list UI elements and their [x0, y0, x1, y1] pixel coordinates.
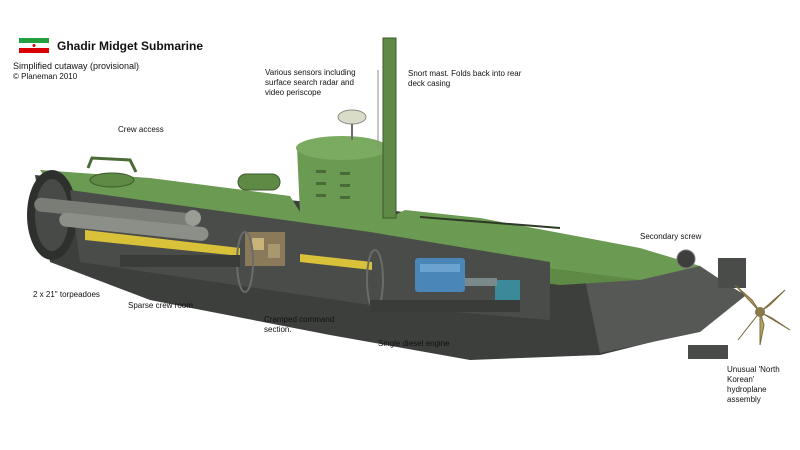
label-crew-access: Crew access	[118, 125, 164, 134]
radar-dome	[337, 109, 367, 125]
label-sensors: Various sensors including surface search…	[265, 68, 356, 97]
floor-strip	[85, 230, 240, 256]
secondary-screw	[676, 249, 696, 269]
label-snort-mast: Snort mast. Folds back into rear deck ca…	[408, 69, 522, 88]
torpedo-upper	[34, 197, 194, 227]
label-crew-room: Sparse crew room	[128, 301, 193, 310]
label-secondary-screw: Secondary screw	[640, 232, 702, 241]
crew-hatch	[86, 156, 138, 173]
iran-flag-icon	[19, 38, 49, 53]
label-hydroplane: Unusual 'North Korean' hydroplane assemb…	[727, 365, 780, 404]
diagram-subtitle: Simplified cutaway (provisional)	[13, 61, 140, 71]
diagram-title: Ghadir Midget Submarine	[57, 39, 204, 53]
label-diesel-engine: Single diesel engine	[378, 339, 450, 348]
label-command-section: Cramped command section.	[264, 315, 335, 334]
hull-deck	[40, 170, 700, 280]
label-torpedoes: 2 x 21" torpeadoes	[33, 290, 100, 299]
torpedo-lower	[59, 212, 209, 241]
snort-mast	[382, 37, 397, 219]
diesel-engine	[415, 258, 465, 292]
propeller	[734, 284, 791, 346]
deck-tank	[237, 173, 281, 191]
diagram-credit: © Planeman 2010	[13, 72, 78, 81]
